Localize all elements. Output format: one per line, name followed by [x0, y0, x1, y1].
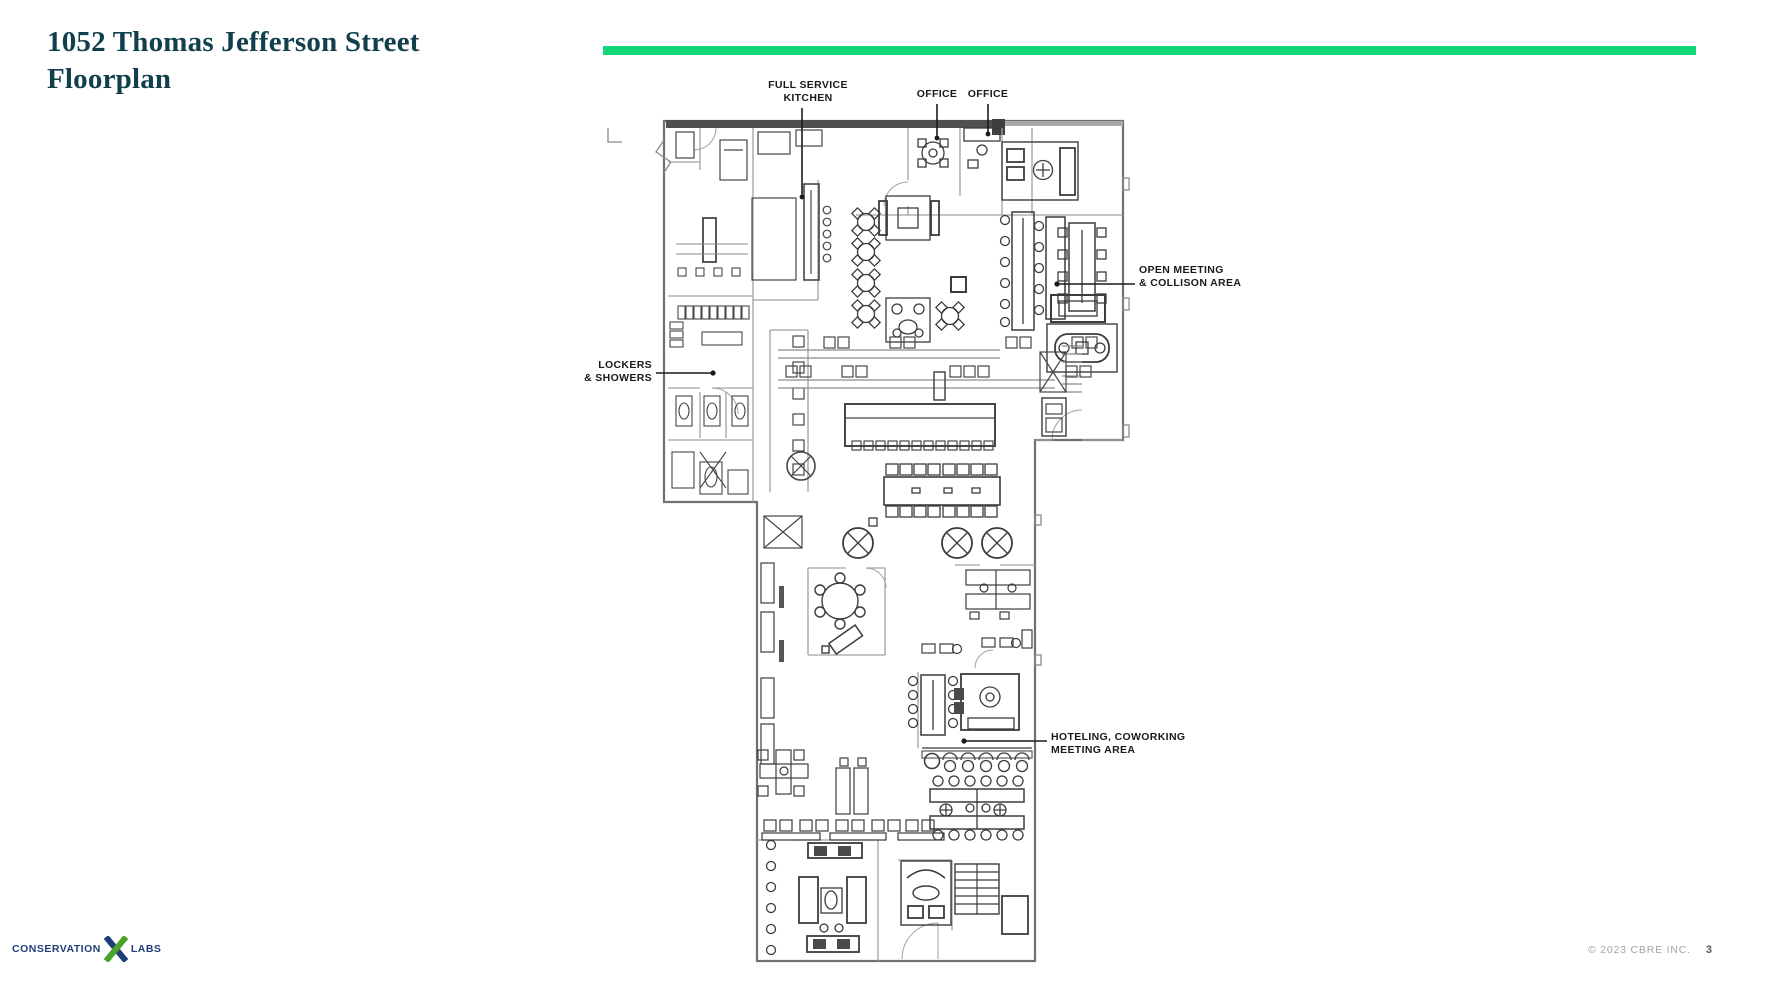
callout-line: LOCKERS [598, 359, 652, 371]
wall-details [607, 128, 1130, 666]
stairs [954, 863, 1029, 935]
hoteling-callout-leader [961, 738, 1047, 744]
callout-lockers-showers: LOCKERS & SHOWERS [552, 359, 652, 384]
round-table-room [814, 572, 866, 656]
conservation-x-labs-logo: CONSERVATION LABS [12, 932, 161, 966]
footer-right: © 2023 CBRE INC. 3 [1588, 944, 1712, 956]
callout-line: & SHOWERS [584, 371, 652, 384]
callout-line: FULL SERVICE [768, 79, 848, 91]
open-meeting-callout-leader [1054, 281, 1135, 287]
bar-counters [778, 336, 1098, 451]
kitchen-callout-leader [799, 108, 805, 200]
open-meeting-furniture [999, 211, 1118, 373]
page-title-line2: Floorplan [47, 63, 172, 95]
kitchen-area [675, 129, 832, 281]
tower-desks [760, 562, 1033, 765]
callout-line: MEETING AREA [1051, 743, 1136, 756]
callout-leaders [656, 104, 1135, 744]
callout-office-right: OFFICE [961, 88, 1015, 101]
logo-text-labs: LABS [130, 943, 162, 955]
page-title-line1: 1052 Thomas Jefferson Street [47, 26, 420, 58]
conference-table [868, 463, 1001, 527]
callout-open-meeting: OPEN MEETING & COLLISON AREA [1139, 264, 1241, 289]
cafe-seating [850, 195, 967, 343]
office-right-callout-leader [985, 104, 991, 137]
office-furniture [917, 127, 1079, 201]
copyright-text: © 2023 CBRE INC. [1588, 944, 1691, 956]
page-title: 1052 Thomas Jefferson Street Floorplan [47, 24, 420, 98]
callout-line: & COLLISON AREA [1139, 276, 1242, 289]
callout-hoteling: HOTELING, COWORKING MEETING AREA [1051, 731, 1185, 756]
fan-symbols [842, 527, 1013, 559]
lockers-showers-room [669, 243, 750, 495]
top-wall-block [992, 119, 1005, 135]
page-number: 3 [1705, 944, 1712, 956]
callout-line: OFFICE [916, 88, 958, 100]
interior-walls [668, 128, 1123, 961]
desk-clusters [757, 749, 945, 841]
top-wall-band-light [1004, 121, 1123, 126]
top-wall-band [666, 120, 1004, 128]
callout-line: HOTELING, COWORKING [1051, 731, 1186, 743]
outer-walls [662, 119, 1125, 963]
callout-line: OFFICE [967, 88, 1009, 100]
accent-bar [603, 46, 1696, 55]
office-left-callout-leader [934, 104, 940, 141]
x-logo-icon [103, 936, 128, 962]
lounge-furniture [765, 839, 867, 956]
media-room [900, 860, 952, 926]
corridor-core [763, 335, 816, 549]
door-arcs [693, 127, 1083, 960]
callout-line: OPEN MEETING [1139, 264, 1224, 276]
floorplan-drawing [607, 104, 1135, 963]
callout-full-service-kitchen: FULL SERVICE KITCHEN [733, 79, 883, 104]
logo-text-conservation: CONSERVATION [12, 943, 101, 955]
coworking-furniture [907, 673, 1033, 841]
lockers-callout-leader [656, 370, 716, 376]
callout-office-left: OFFICE [910, 88, 964, 101]
callout-line: KITCHEN [783, 91, 833, 104]
